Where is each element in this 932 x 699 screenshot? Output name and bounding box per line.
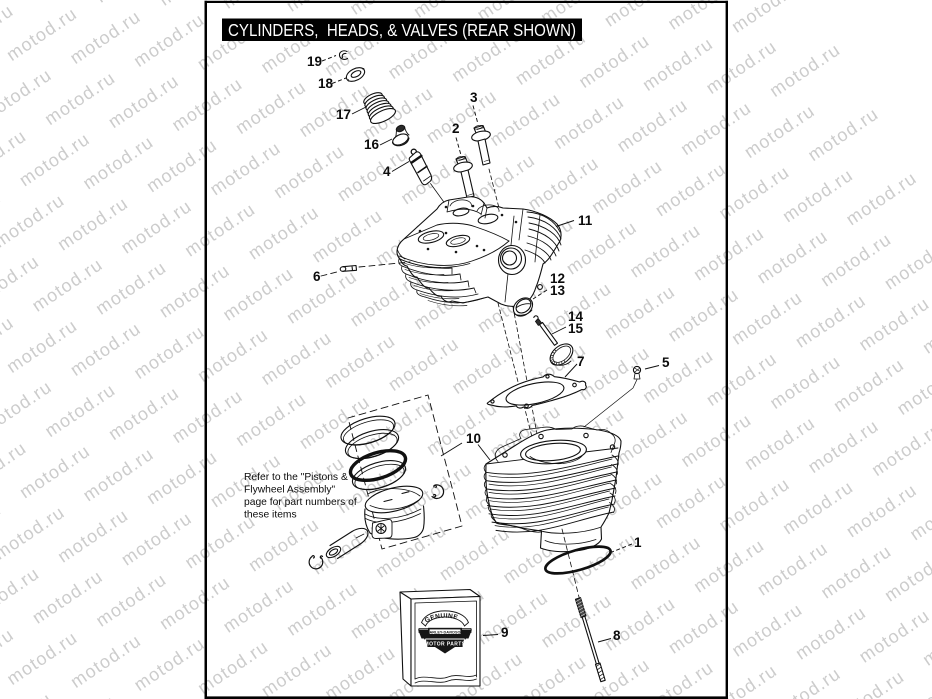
svg-text:Refer to the "Pistons &: Refer to the "Pistons & xyxy=(244,472,348,483)
svg-text:8: 8 xyxy=(613,628,621,643)
svg-text:19: 19 xyxy=(307,54,322,69)
svg-text:11: 11 xyxy=(578,213,593,228)
svg-text:10: 10 xyxy=(466,431,481,446)
svg-text:5: 5 xyxy=(662,355,670,370)
svg-text:12: 12 xyxy=(550,271,565,286)
svg-text:these items: these items xyxy=(244,510,297,521)
svg-text:page for part numbers of: page for part numbers of xyxy=(244,497,357,508)
svg-text:9: 9 xyxy=(501,625,509,640)
svg-text:1: 1 xyxy=(634,535,642,550)
svg-text:CYLINDERS, HEADS, & VALVES (R: CYLINDERS, HEADS, & VALVES (REAR SHOWN) xyxy=(228,20,576,40)
svg-text:7: 7 xyxy=(577,354,585,369)
svg-text:4: 4 xyxy=(383,164,391,179)
svg-text:2: 2 xyxy=(452,121,460,136)
svg-text:3: 3 xyxy=(470,90,478,105)
svg-text:6: 6 xyxy=(313,269,321,284)
svg-text:18: 18 xyxy=(318,76,334,91)
svg-text:13: 13 xyxy=(550,283,566,298)
svg-text:HARLEY-DAVIDSON: HARLEY-DAVIDSON xyxy=(427,630,464,634)
svg-text:17: 17 xyxy=(336,107,351,122)
svg-text:16: 16 xyxy=(364,137,380,152)
svg-text:GENUINE: GENUINE xyxy=(424,613,459,625)
svg-text:MOTOR PARTS: MOTOR PARTS xyxy=(425,642,466,648)
svg-text:14: 14 xyxy=(568,309,584,324)
svg-text:15: 15 xyxy=(568,321,584,336)
svg-text:Flywheel Assembly": Flywheel Assembly" xyxy=(244,485,336,496)
